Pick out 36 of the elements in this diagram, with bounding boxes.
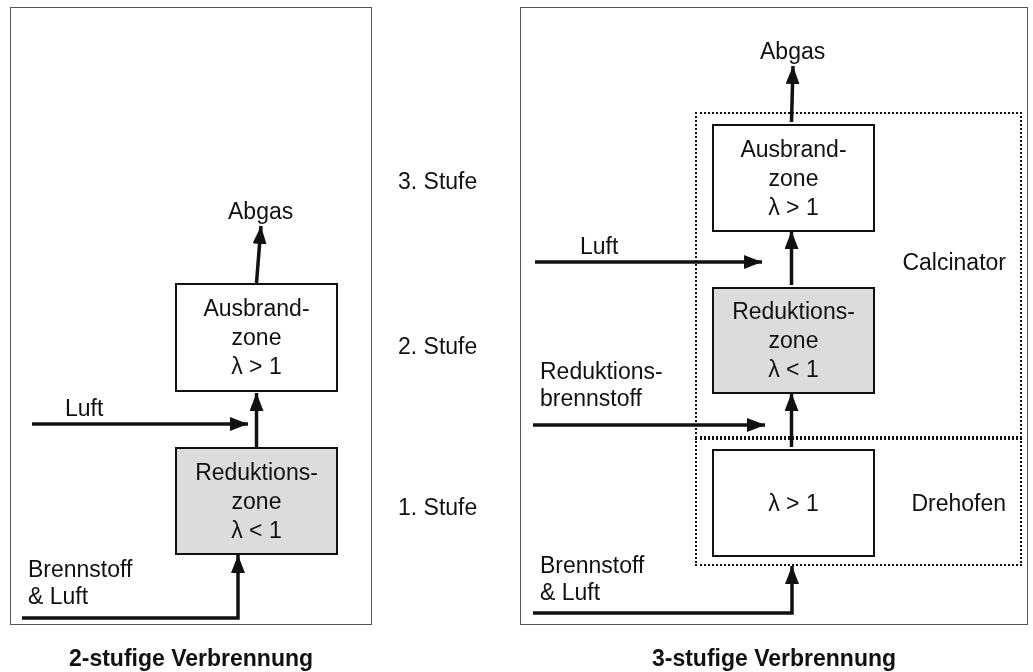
flow-arrow [533,566,799,615]
flow-arrow [249,393,264,447]
flow-arrow [32,417,248,431]
flow-arrow [784,393,799,447]
box-text: λ < 1 [768,355,819,384]
zone-title: Drehofen [911,490,1006,517]
panel-caption: 2-stufige Verbrennung [68,645,314,672]
stage-label: 3. Stufe [398,168,478,195]
process-box [712,287,875,394]
flow-label: Brennstoff & Luft [22,556,146,618]
flow-arrow [22,555,245,620]
flow-arrow [785,65,800,123]
panel-caption: 3-stufige Verbrennung [651,645,897,672]
box-text: λ > 1 [231,352,282,381]
box-text: λ > 1 [768,488,819,518]
zone-title: Calcinator [902,249,1006,276]
dashed-zone [695,112,1022,438]
stage-label: 2. Stufe [398,333,478,360]
flow-arrow [533,418,765,432]
flow-label: Brennstoff & Luft [533,552,658,613]
flow-label: Reduktions- brennstoff [533,358,680,425]
flow-label: Luft [32,395,104,424]
process-box [712,449,875,557]
process-box [175,283,338,392]
box-text: λ > 1 [768,192,819,222]
flow-label: Abgas [228,198,294,225]
box-text: λ < 1 [231,515,282,545]
flow-label: Abgas [760,38,826,65]
dashed-zone [695,438,1022,566]
process-box [712,124,875,232]
flow-arrow [535,255,762,269]
flow-label: Luft [535,233,619,262]
flow-arrow [252,225,267,284]
flow-arrow [784,231,799,285]
process-box [175,447,338,555]
stage-label: 1. Stufe [398,494,478,521]
